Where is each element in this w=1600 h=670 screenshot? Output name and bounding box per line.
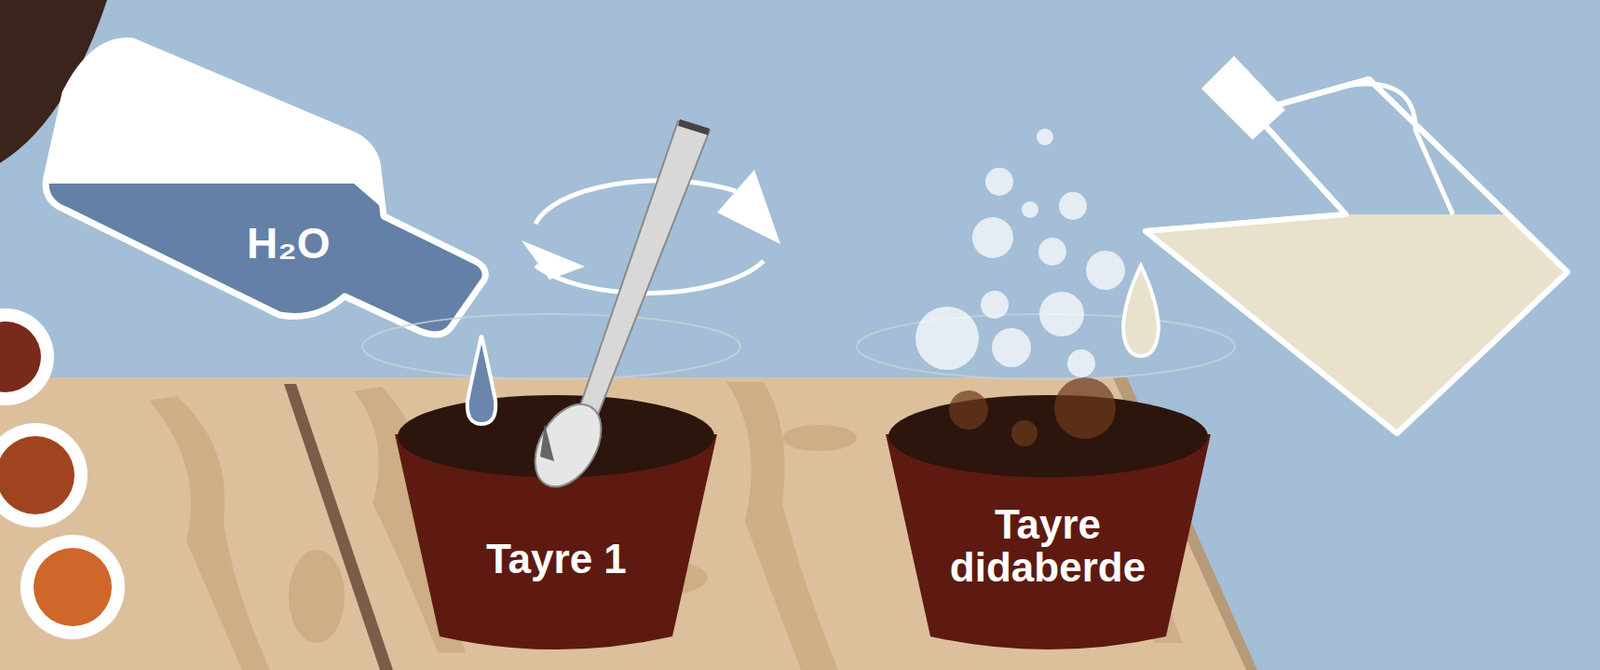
- water-fill: [0, 183, 522, 354]
- cup-contents: [888, 394, 1208, 477]
- bubbles-in-cup: [949, 377, 1116, 447]
- bottle-shape: [0, 0, 522, 354]
- table-top: [0, 377, 1253, 670]
- cup-node: Tayre 1: [394, 387, 718, 653]
- water-drop: [467, 335, 496, 424]
- table-edge: [284, 383, 394, 670]
- cup-label: Tayre didaberde: [926, 502, 1169, 589]
- cream-bottle: [1117, 55, 1600, 457]
- arrow-head: [521, 240, 585, 280]
- cup-node: Tayre didaberde: [885, 387, 1211, 653]
- cup-contents: [397, 394, 715, 477]
- flask-label: H₂O: [246, 220, 330, 266]
- cup-shape: [394, 387, 718, 653]
- flask-node: H₂O: [0, 0, 522, 354]
- cream-drop: [1123, 265, 1159, 356]
- arrow-head: [717, 169, 781, 245]
- spice-piles: [0, 308, 125, 639]
- glass-rims: [362, 313, 1235, 380]
- spoon: [521, 119, 710, 499]
- bubbles: [915, 128, 1126, 378]
- cup-label: Tayre 1: [486, 537, 627, 581]
- flask-outline: [45, 40, 486, 335]
- stir-arrows: [535, 180, 764, 294]
